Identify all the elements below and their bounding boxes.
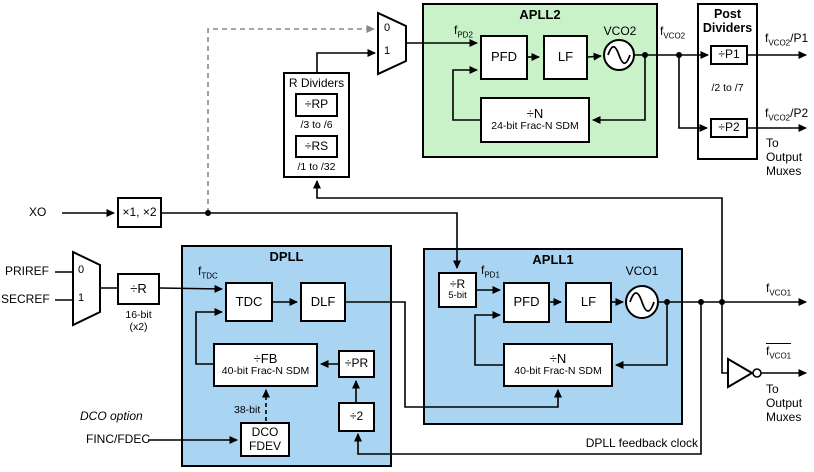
- apll1-ndiv-sublabel: 40-bit Frac-N SDM: [514, 365, 602, 378]
- rp-range-label: /3 to /6: [300, 119, 333, 131]
- apll2-ndiv-box: ÷N 24-bit Frac-N SDM: [480, 97, 590, 143]
- fb-label: ÷FB: [253, 351, 278, 367]
- fb-divider-box: ÷FB 40-bit Frac-N SDM: [213, 343, 318, 387]
- fvco2-label: fVCO2: [660, 24, 686, 41]
- vco1-label: VCO1: [625, 264, 659, 278]
- p2-divider-box: ÷P2: [710, 118, 748, 138]
- dco-option-label: DCO option: [80, 409, 143, 423]
- secref-label: SECREF: [1, 292, 50, 306]
- xo-doubler-box: ×1, ×2: [117, 197, 162, 228]
- dpll-feedback-clock-label: DPLL feedback clock: [585, 436, 698, 450]
- fpd2-label: fPD2: [454, 23, 473, 40]
- fvco2-p2-label: fVCO2/P2: [765, 106, 809, 123]
- apll1-rdiv-label: ÷R: [449, 277, 466, 292]
- pr-label: ÷PR: [344, 356, 369, 371]
- dpll-ref-mux: [72, 250, 101, 327]
- to-output-muxes-bottom-label: To Output Muxes: [766, 382, 803, 424]
- inverter-bubble-icon: [752, 368, 762, 378]
- post-divider-range-label: /2 to /7: [711, 82, 744, 94]
- priref-label: PRIREF: [5, 264, 50, 278]
- ftdc-label: fTDC: [198, 264, 218, 281]
- dpll-rdiv-box: ÷R: [117, 273, 160, 305]
- apll1-rdiv-box: ÷R 5-bit: [438, 272, 477, 308]
- pr-divider-box: ÷PR: [338, 350, 375, 378]
- rs-label: ÷RS: [304, 138, 329, 153]
- wire-inverter-in: [721, 302, 727, 374]
- rp-divider-box: ÷RP: [295, 93, 338, 117]
- inverter-symbol: [727, 357, 762, 389]
- finc-fdec-label: FINC/FDEC: [86, 432, 150, 446]
- dco-fdev-box: DCO FDEV: [240, 422, 290, 457]
- dco-label-line2: FDEV: [248, 438, 281, 453]
- tdc-box: TDC: [225, 282, 273, 322]
- apll1-lf-label: LF: [580, 294, 597, 310]
- r-dividers-title: R Dividers: [288, 76, 345, 90]
- to-output-muxes-top-label: To Output Muxes: [766, 136, 803, 178]
- apll2-mux-in0-label: 0: [384, 22, 391, 34]
- apll2-pfd-box: PFD: [480, 35, 528, 80]
- dpll-rdiv-label: ÷R: [130, 280, 147, 296]
- rs-divider-box: ÷RS: [295, 135, 338, 158]
- rs-range-label: /1 to /32: [297, 161, 336, 173]
- dpll-rdiv-note1: 16-bit: [125, 309, 152, 321]
- tdc-label: TDC: [235, 293, 263, 309]
- apll2-ndiv-sublabel: 24-bit Frac-N SDM: [491, 120, 579, 133]
- apll1-lf-box: LF: [565, 282, 612, 323]
- apll2-lf-label: LF: [557, 49, 574, 65]
- div2-box: ÷2: [338, 402, 375, 432]
- p2-label: ÷P2: [718, 120, 740, 135]
- apll1-pfd-label: PFD: [513, 294, 540, 310]
- apll1-pfd-box: PFD: [503, 282, 550, 323]
- fpd1-label: fPD1: [481, 263, 500, 280]
- dlf-label: DLF: [310, 293, 336, 309]
- fvco1-inverted-label: fVCO1: [766, 343, 792, 361]
- fvco1-label: fVCO1: [766, 281, 792, 298]
- div2-label: ÷2: [349, 409, 364, 424]
- xo-doubler-label: ×1, ×2: [122, 204, 157, 219]
- p1-label: ÷P1: [718, 47, 740, 62]
- rp-label: ÷RP: [304, 97, 329, 112]
- apll2-ref-mux: [377, 11, 407, 76]
- dco-label-line1: DCO: [251, 425, 279, 440]
- apll2-ndiv-label: ÷N: [526, 106, 544, 122]
- dpll-mux-in0-label: 0: [78, 264, 85, 276]
- post-dividers-title: Post Dividers: [702, 7, 753, 35]
- dpll-rdiv-note2: (x2): [129, 321, 148, 333]
- vco2-label: VCO2: [603, 24, 637, 38]
- wire-rdividers-to-mux: [316, 49, 376, 73]
- fb-sublabel: 40-bit Frac-N SDM: [221, 365, 310, 378]
- apll2-mux-in1-label: 1: [384, 45, 391, 57]
- fvco2-p1-label: fVCO2/P1: [765, 31, 809, 48]
- apll1-ndiv-box: ÷N 40-bit Frac-N SDM: [503, 343, 613, 387]
- apll2-lf-box: LF: [543, 35, 588, 80]
- apll2-pfd-label: PFD: [491, 49, 517, 65]
- p1-divider-box: ÷P1: [710, 45, 748, 65]
- dlf-box: DLF: [300, 282, 346, 322]
- dpll-mux-in1-label: 1: [78, 292, 85, 304]
- apll1-ndiv-label: ÷N: [549, 351, 567, 367]
- apll1-rdiv-sublabel: 5-bit: [448, 290, 467, 302]
- xo-label: XO: [29, 205, 47, 219]
- dpll-title: DPLL: [269, 249, 304, 264]
- bit38-label: 38-bit: [234, 404, 261, 416]
- apll2-title: APLL2: [519, 7, 561, 22]
